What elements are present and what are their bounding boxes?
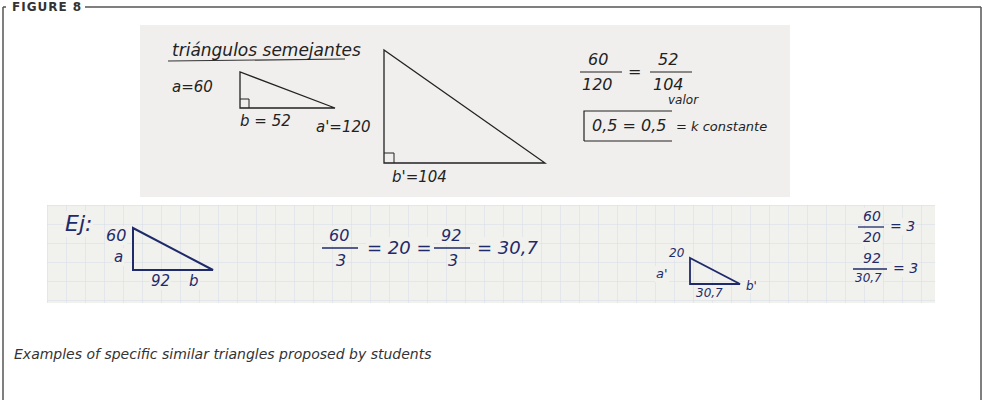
handwritten-label: a — [113, 248, 124, 266]
handwritten-label: triángulos semejantes — [172, 40, 361, 60]
handwritten-label: 20 — [668, 246, 685, 260]
large-triangle — [384, 50, 545, 163]
handwritten-label: = 20 = — [366, 237, 433, 259]
handwritten-label: 92 — [862, 250, 882, 267]
handwritten-label: 0,5 = 0,5 — [592, 116, 666, 135]
handwritten-label: a=60 — [172, 78, 213, 96]
handwritten-label: 120 — [582, 75, 613, 94]
handwritten-label: 92 — [440, 226, 462, 245]
handwritten-label: 3 — [447, 251, 459, 270]
handwritten-label: 3 — [335, 251, 347, 270]
handwritten-label: a' — [655, 266, 669, 282]
handwritten-label: 20 — [862, 229, 882, 246]
handwritten-label: b — [188, 272, 200, 290]
handwritten-label: 30,7 — [695, 286, 724, 300]
handwritten-label: = k constante — [676, 119, 767, 135]
handwritten-label: b = 52 — [240, 112, 291, 130]
small-triangle — [240, 72, 335, 108]
handwritten-label: 52 — [658, 50, 678, 69]
grid-paper-photo — [47, 205, 935, 303]
notebook-photo — [140, 25, 790, 197]
handwritten-label: 30,7 — [854, 271, 883, 285]
handwritten-label: = 3 — [892, 260, 919, 277]
reduced-triangle — [690, 258, 740, 284]
figure-heading: FIGURE 8 — [9, 0, 85, 14]
handwritten-label: 60 — [328, 226, 350, 245]
handwritten-label: valor — [668, 93, 698, 107]
handwritten-label: = 3 — [889, 218, 916, 235]
figure-caption: Examples of specific similar triangles p… — [14, 346, 431, 363]
handwritten-label: = — [628, 62, 641, 81]
handwritten-label: 60 — [588, 50, 608, 69]
handwritten-label: Ej: — [64, 211, 93, 237]
handwritten-label: 104 — [653, 75, 684, 94]
example-triangle — [133, 228, 213, 270]
handwritten-label: 60 — [862, 208, 882, 225]
handwritten-label: = 30,7 — [476, 237, 539, 259]
handwritten-label: 92 — [150, 272, 171, 290]
handwritten-label: 60 — [105, 226, 127, 245]
handwritten-label: b'=104 — [392, 168, 447, 186]
handwritten-label: b' — [745, 279, 758, 293]
handwritten-label: a'=120 — [316, 118, 371, 136]
